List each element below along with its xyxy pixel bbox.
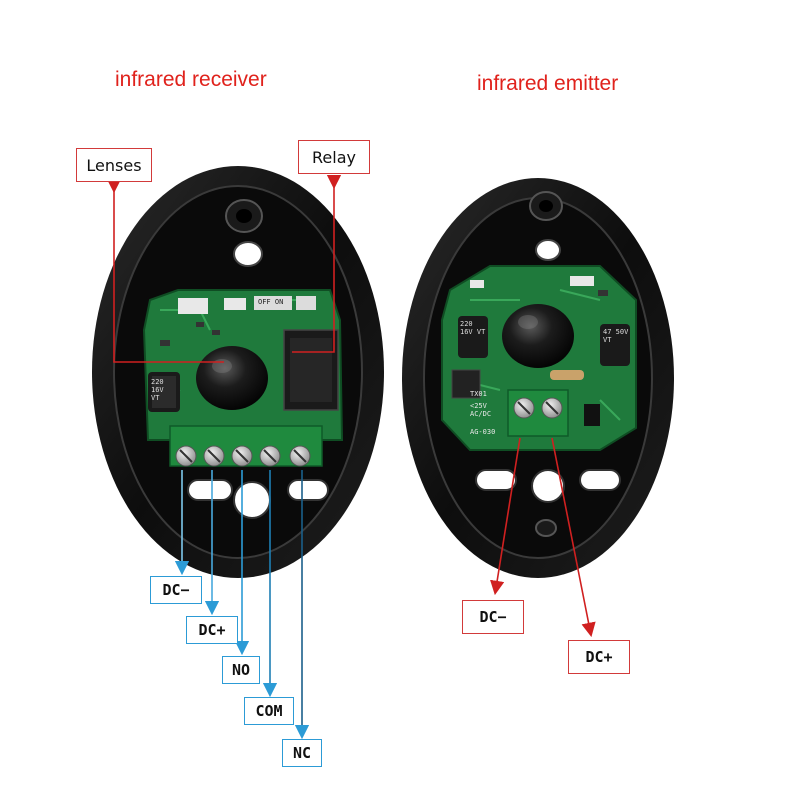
emitter-title: infrared emitter [477, 72, 619, 95]
emitter-id-print: TX01 [470, 390, 487, 398]
emitter-terminal-leaders [490, 437, 596, 638]
emitter-capacitor-right-print: 47 50V VT [603, 328, 629, 344]
lenses-callout: Lenses [76, 148, 152, 182]
emitter-terminal-dc-plus: DC+ [568, 640, 630, 674]
receiver-switch-print: OFF ON [258, 298, 284, 306]
emitter-pcb [441, 265, 637, 451]
receiver-terminal-dc-plus: DC+ [186, 616, 238, 644]
receiver-terminal-com: COM [244, 697, 294, 725]
receiver-capacitor-print: 220 16V VT [151, 378, 164, 402]
relay-callout: Relay [298, 140, 370, 174]
receiver-terminal-dc-minus: DC− [150, 576, 202, 604]
receiver-terminal-nc: NC [282, 739, 322, 767]
receiver-title: infrared receiver [115, 68, 267, 91]
receiver-terminal-leaders [174, 470, 310, 740]
receiver-pcb [142, 289, 344, 467]
emitter-model-print: AG-030 [470, 428, 496, 436]
emitter-terminal-dc-minus: DC− [462, 600, 524, 634]
receiver-terminal-no: NO [222, 656, 260, 684]
emitter-capacitor-left-print: 220 16V VT [460, 320, 486, 336]
emitter-voltage-print: <25V AC/DC [470, 402, 492, 418]
receiver-callout-leaders [106, 174, 342, 363]
